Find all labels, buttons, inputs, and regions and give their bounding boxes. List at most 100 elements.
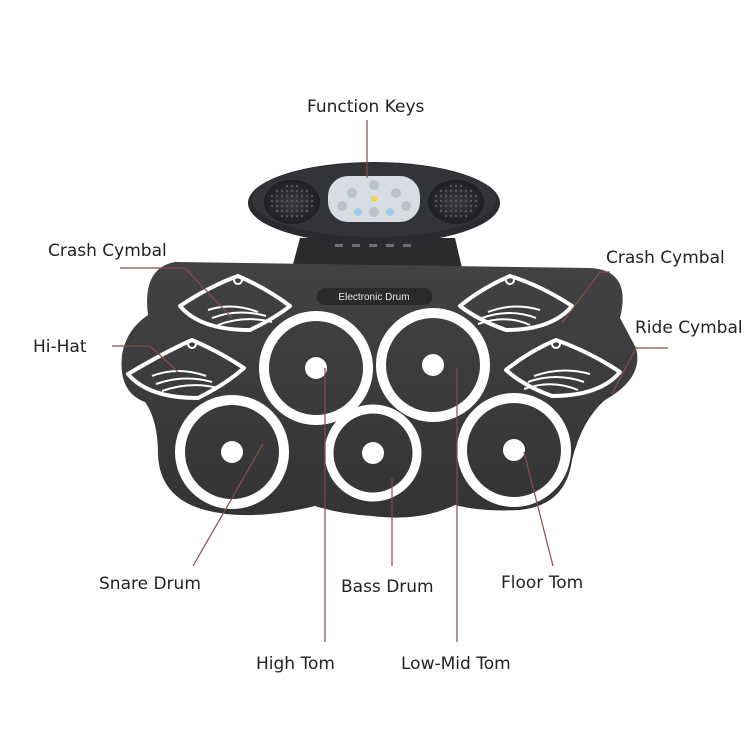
leader-lines <box>112 120 668 642</box>
grill-dot <box>474 204 478 208</box>
grill-dot <box>285 189 289 193</box>
function-key[interactable] <box>401 201 411 211</box>
grill-dot <box>459 189 463 193</box>
grill-dot <box>275 204 279 208</box>
grill-dot <box>310 199 314 203</box>
leader-ride-cymbal <box>611 347 668 395</box>
grill-dot <box>459 209 463 213</box>
grill-dot <box>474 194 478 198</box>
grill-dot <box>449 214 453 218</box>
ride-cymbal-pad[interactable] <box>504 338 622 398</box>
grill-dot <box>290 204 294 208</box>
grill-dot <box>449 199 453 203</box>
grill-dot <box>285 194 289 198</box>
brand-text: Electronic Drum <box>338 292 409 303</box>
function-key[interactable] <box>347 188 357 198</box>
grill-dot <box>459 214 463 218</box>
grill-dot <box>469 204 473 208</box>
grill-dot <box>469 209 473 213</box>
grill-dot <box>459 194 463 198</box>
grill-dot <box>300 189 304 193</box>
floor-tom-pad[interactable] <box>457 393 571 507</box>
function-key[interactable] <box>369 207 379 217</box>
grill-dot <box>464 209 468 213</box>
grill-dot <box>449 194 453 198</box>
grill-dot <box>444 209 448 213</box>
grill-dot <box>469 189 473 193</box>
grill-dot <box>305 204 309 208</box>
label-floor-tom: Floor Tom <box>501 573 584 593</box>
function-key[interactable] <box>354 208 362 216</box>
grill-dot <box>285 214 289 218</box>
grill-dot <box>459 199 463 203</box>
crash-cymbal-right-pad[interactable] <box>458 274 574 332</box>
label-ride-cymbal: Ride Cymbal <box>635 318 743 338</box>
grill-dot <box>454 184 458 188</box>
grill-dot <box>444 204 448 208</box>
grill-dot <box>280 214 284 218</box>
grill-dot <box>300 199 304 203</box>
grill-dot <box>444 194 448 198</box>
grill-dot <box>439 189 443 193</box>
grill-dot <box>459 204 463 208</box>
grill-dot <box>459 184 463 188</box>
snare-drum-pad[interactable] <box>175 395 289 509</box>
grill-dot <box>305 189 309 193</box>
grill-dot <box>464 189 468 193</box>
grill-dot <box>285 209 289 213</box>
grill-dot <box>434 199 438 203</box>
grill-dot <box>280 209 284 213</box>
grill-dot <box>300 209 304 213</box>
grill-dot <box>310 194 314 198</box>
grill-dot <box>469 194 473 198</box>
grill-dot <box>434 204 438 208</box>
low-mid-tom-pad[interactable] <box>376 308 490 422</box>
grill-dot <box>300 214 304 218</box>
function-key[interactable] <box>369 180 379 190</box>
crash-cymbal-left-pad[interactable] <box>178 274 292 332</box>
grill-dot <box>434 194 438 198</box>
function-keys <box>337 180 411 217</box>
grill-dot <box>290 199 294 203</box>
grill-dot <box>295 194 299 198</box>
grill-dot <box>464 194 468 198</box>
grill-dot <box>275 209 279 213</box>
grill-dot <box>454 209 458 213</box>
label-low-mid-tom: Low-Mid Tom <box>401 654 511 674</box>
grill-dot <box>275 189 279 193</box>
grill-dot <box>449 189 453 193</box>
grill-dot <box>444 189 448 193</box>
grill-dot <box>295 214 299 218</box>
grill-dot <box>464 214 468 218</box>
bass-drum-pad[interactable] <box>324 404 422 502</box>
grill-dot <box>305 194 309 198</box>
grill-dot <box>464 204 468 208</box>
grill-dot <box>270 199 274 203</box>
grill-dot <box>449 209 453 213</box>
hi-hat-pad[interactable] <box>126 338 246 400</box>
grill-dot <box>444 214 448 218</box>
high-tom-pad[interactable] <box>259 311 373 425</box>
grill-dot <box>305 199 309 203</box>
module-port-marks <box>335 244 411 247</box>
grill-dot <box>275 199 279 203</box>
grill-dot <box>290 189 294 193</box>
grill-dot <box>454 214 458 218</box>
function-key[interactable] <box>386 208 394 216</box>
grill-dot <box>464 199 468 203</box>
grill-dot <box>280 199 284 203</box>
grill-dot <box>285 204 289 208</box>
grill-dot <box>295 199 299 203</box>
grill-dot <box>474 199 478 203</box>
grill-dot <box>270 194 274 198</box>
label-snare-drum: Snare Drum <box>99 574 201 594</box>
grill-dot <box>439 199 443 203</box>
function-key[interactable] <box>337 201 347 211</box>
leader-crash-cymbal-right <box>561 271 610 324</box>
function-key[interactable] <box>391 188 401 198</box>
function-key[interactable] <box>371 196 377 202</box>
grill-dot <box>439 194 443 198</box>
leader-crash-cymbal-left <box>120 267 233 319</box>
grill-dot <box>290 209 294 213</box>
